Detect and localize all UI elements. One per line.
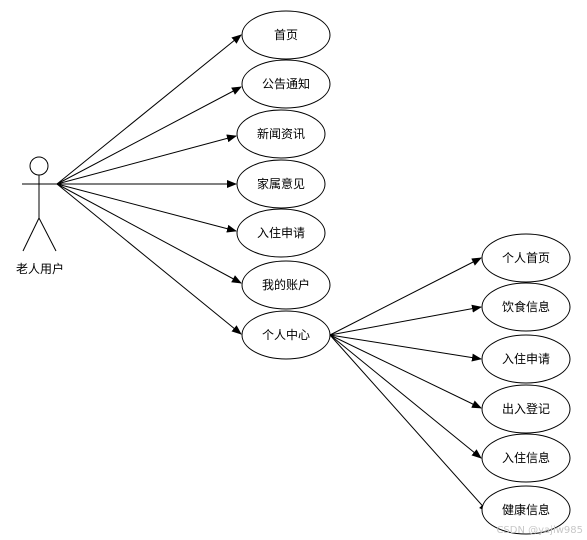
use-case-ellipse	[236, 208, 326, 258]
use-case-label: 我的账户	[262, 277, 310, 292]
use-case-my-account[interactable]: 我的账户	[241, 260, 331, 310]
actor-left-leg	[22, 217, 40, 252]
sub-use-case-admission-info[interactable]: 入住信息	[481, 433, 571, 483]
use-case-ellipse	[241, 59, 331, 109]
use-case-ellipse	[481, 433, 571, 483]
use-case-label: 个人首页	[502, 251, 550, 265]
use-case-ellipse	[481, 485, 571, 535]
edge-diet-info	[329, 304, 482, 336]
use-case-label: 入住信息	[502, 450, 550, 465]
sub-edges	[329, 257, 489, 513]
edge-my-account	[56, 183, 242, 284]
use-case-home[interactable]: 首页	[241, 10, 331, 60]
use-case-label: 首页	[274, 28, 298, 42]
sub-use-case-health-info[interactable]: 健康信息	[481, 485, 571, 535]
use-case-label: 健康信息	[502, 502, 550, 517]
actor-label: 老人用户	[16, 261, 64, 276]
use-case-label: 入住申请	[502, 352, 550, 366]
use-case-ellipse	[241, 310, 331, 360]
use-case-label: 出入登记	[502, 401, 550, 416]
use-case-family-feedback[interactable]: 家属意见	[236, 159, 326, 209]
edge-health-info	[329, 334, 489, 513]
use-case-label: 个人中心	[262, 327, 310, 342]
edge-home	[56, 34, 242, 185]
use-case-ellipse	[241, 260, 331, 310]
edge-admission-info	[329, 334, 482, 459]
use-case-ellipse	[481, 282, 571, 332]
use-case-news[interactable]: 新闻资讯	[236, 109, 326, 159]
use-case-ellipse	[236, 109, 326, 159]
edge-personal-home	[329, 257, 482, 336]
actor: 老人用户	[16, 156, 64, 276]
sub-use-case-diet-info[interactable]: 饮食信息	[481, 282, 571, 332]
sub-use-case-personal-home[interactable]: 个人首页	[481, 233, 571, 283]
actor-head	[29, 156, 49, 176]
use-case-label: 公告通知	[262, 77, 310, 91]
use-case-label: 家属意见	[257, 176, 305, 191]
use-case-admission-apply[interactable]: 入住申请	[236, 208, 326, 258]
use-case-personal-center[interactable]: 个人中心	[241, 310, 331, 360]
use-case-ellipse	[241, 10, 331, 60]
use-case-label: 新闻资讯	[257, 126, 305, 141]
use-case-label: 入住申请	[257, 226, 305, 240]
use-case-ellipse	[481, 334, 571, 384]
edge-news	[56, 134, 237, 185]
edge-personal-center	[56, 183, 242, 335]
use-case-notice[interactable]: 公告通知	[241, 59, 331, 109]
edge-notice	[56, 86, 242, 185]
use-case-label: 饮食信息	[502, 299, 550, 314]
actor-edges	[56, 34, 242, 335]
watermark: CSDN @yajlw985	[496, 525, 583, 536]
use-case-ellipse	[481, 233, 571, 283]
use-case-ellipse	[481, 384, 571, 434]
sub-use-case-exit-entry-register[interactable]: 出入登记	[481, 384, 571, 434]
use-case-ellipse	[236, 159, 326, 209]
edge-sub-admission-apply	[329, 334, 482, 362]
actor-right-leg	[38, 217, 57, 252]
edge-admission-apply	[56, 183, 237, 233]
edge-exit-entry-register	[329, 334, 482, 409]
sub-use-case-admission-apply[interactable]: 入住申请	[481, 334, 571, 384]
